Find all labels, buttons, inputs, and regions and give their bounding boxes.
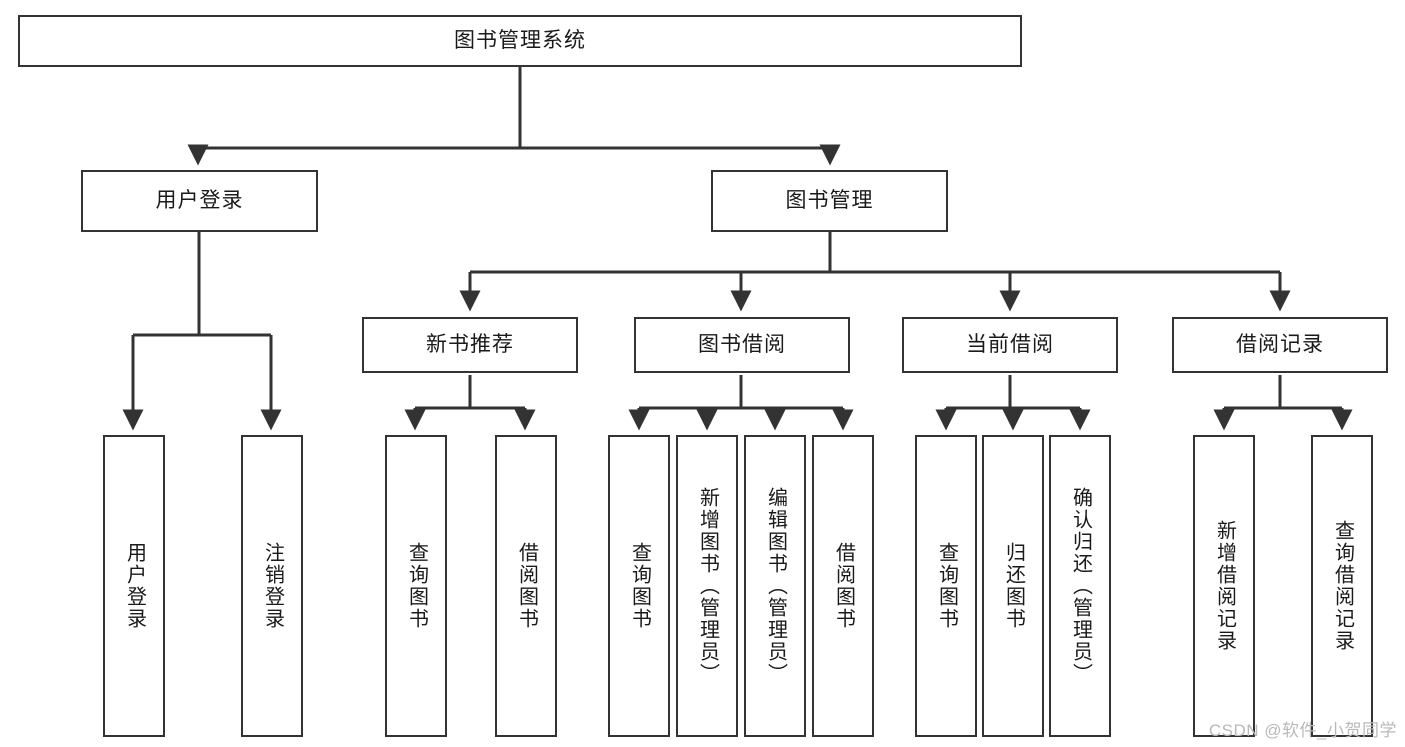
leaf-confirm-return-label: 确认归还（管理员） <box>1069 487 1092 685</box>
node-book-borrow[interactable]: 图书借阅 <box>634 317 850 373</box>
leaf-query-book-3[interactable]: 查询图书 <box>915 435 977 737</box>
leaf-query-book-2[interactable]: 查询图书 <box>608 435 670 737</box>
node-book-borrow-label: 图书借阅 <box>698 333 786 357</box>
node-root-label: 图书管理系统 <box>454 29 586 53</box>
leaf-borrow-book-2-label: 借阅图书 <box>832 542 855 630</box>
leaf-add-record-label: 新增借阅记录 <box>1213 520 1236 652</box>
leaf-edit-book[interactable]: 编辑图书（管理员） <box>744 435 806 737</box>
leaf-user-login[interactable]: 用户登录 <box>103 435 165 737</box>
node-borrow-record-label: 借阅记录 <box>1236 333 1324 357</box>
leaf-logout-label: 注销登录 <box>261 542 284 630</box>
leaf-return-book[interactable]: 归还图书 <box>982 435 1044 737</box>
leaf-query-record[interactable]: 查询借阅记录 <box>1311 435 1373 737</box>
leaf-user-login-label: 用户登录 <box>123 542 146 630</box>
leaf-add-record[interactable]: 新增借阅记录 <box>1193 435 1255 737</box>
node-current-borrow[interactable]: 当前借阅 <box>902 317 1118 373</box>
node-new-book-rec-label: 新书推荐 <box>426 333 514 357</box>
leaf-add-book-label: 新增图书（管理员） <box>696 487 719 685</box>
leaf-query-book-3-label: 查询图书 <box>935 542 958 630</box>
leaf-borrow-book-1[interactable]: 借阅图书 <box>495 435 557 737</box>
node-current-borrow-label: 当前借阅 <box>966 333 1054 357</box>
leaf-query-record-label: 查询借阅记录 <box>1331 520 1354 652</box>
leaf-borrow-book-1-label: 借阅图书 <box>515 542 538 630</box>
node-user-login-label: 用户登录 <box>155 189 244 213</box>
watermark: CSDN @软件_小贺同学 <box>1208 721 1397 740</box>
node-root[interactable]: 图书管理系统 <box>18 15 1022 67</box>
node-borrow-record[interactable]: 借阅记录 <box>1172 317 1388 373</box>
leaf-query-book-1-label: 查询图书 <box>405 542 428 630</box>
node-book-manage-label: 图书管理 <box>785 189 874 213</box>
node-book-manage[interactable]: 图书管理 <box>711 170 948 232</box>
leaf-query-book-1[interactable]: 查询图书 <box>385 435 447 737</box>
leaf-add-book[interactable]: 新增图书（管理员） <box>676 435 738 737</box>
leaf-return-book-label: 归还图书 <box>1002 542 1025 630</box>
leaf-logout[interactable]: 注销登录 <box>241 435 303 737</box>
node-new-book-rec[interactable]: 新书推荐 <box>362 317 578 373</box>
leaf-borrow-book-2[interactable]: 借阅图书 <box>812 435 874 737</box>
leaf-confirm-return[interactable]: 确认归还（管理员） <box>1049 435 1111 737</box>
leaf-edit-book-label: 编辑图书（管理员） <box>764 487 787 685</box>
leaf-query-book-2-label: 查询图书 <box>628 542 651 630</box>
node-user-login[interactable]: 用户登录 <box>81 170 318 232</box>
